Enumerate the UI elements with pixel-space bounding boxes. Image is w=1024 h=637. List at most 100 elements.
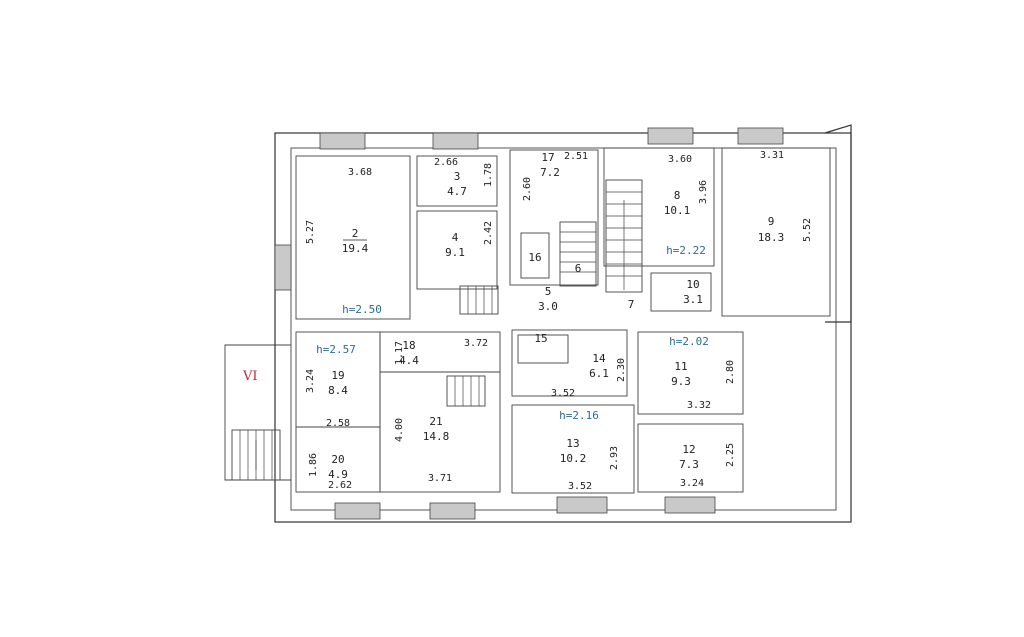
dimension-label: 3.68 xyxy=(348,167,372,178)
room-number: 10 xyxy=(686,278,699,291)
dimension-label: 3.31 xyxy=(760,150,784,161)
dimension-label: 3.60 xyxy=(668,154,692,165)
room-area: 9.1 xyxy=(445,246,465,259)
room-area: 3.1 xyxy=(683,293,703,306)
room-area: 9.3 xyxy=(671,375,691,388)
room-number: 17 xyxy=(541,151,554,164)
room-number: 3 xyxy=(454,170,461,183)
dimension-label: 3.72 xyxy=(464,338,488,349)
section-label: VI xyxy=(242,369,258,384)
room-outline xyxy=(721,147,831,317)
room-outline xyxy=(520,232,550,279)
room-number: 19 xyxy=(331,369,344,382)
room-area: 3.0 xyxy=(538,300,558,313)
dimension-label: 4.00 xyxy=(394,418,405,442)
room-number: 9 xyxy=(768,215,775,228)
window xyxy=(334,502,381,520)
window xyxy=(647,127,694,145)
dimension-label: 3.24 xyxy=(305,369,316,393)
room-number: 11 xyxy=(674,360,687,373)
room-number: 7 xyxy=(628,298,635,311)
entrance-stair xyxy=(224,344,291,481)
room-number: 6 xyxy=(575,262,582,275)
room-area: 10.2 xyxy=(560,452,587,465)
stair-middle xyxy=(446,375,486,407)
window xyxy=(556,496,608,514)
room-number: 14 xyxy=(592,352,606,365)
dimension-label: 3.32 xyxy=(687,400,711,411)
room-number: 12 xyxy=(682,443,695,456)
room-outline xyxy=(511,404,635,494)
dimension-label: 3.96 xyxy=(698,180,709,204)
room-number: 15 xyxy=(534,332,547,345)
ceiling-height-label: h=2.57 xyxy=(316,343,356,356)
ceiling-height-label: h=2.02 xyxy=(669,335,709,348)
dimension-label: 2.80 xyxy=(725,360,736,384)
dimension-label: 5.52 xyxy=(802,218,813,242)
window xyxy=(664,496,716,514)
room-outline xyxy=(650,272,712,312)
window xyxy=(429,502,476,520)
room-outline xyxy=(637,423,744,493)
room-number: 8 xyxy=(674,189,681,202)
dimension-label: 2.93 xyxy=(609,446,620,470)
outer-wall xyxy=(274,132,852,523)
room-outline xyxy=(416,210,498,290)
room-area: 18.3 xyxy=(758,231,785,244)
room-outline xyxy=(295,426,381,493)
room-number: 4 xyxy=(452,231,459,244)
room-area: 19.4 xyxy=(342,242,369,255)
room-outline xyxy=(517,334,569,364)
window xyxy=(737,127,784,145)
room-area: 4.7 xyxy=(447,185,467,198)
room-number: 2 xyxy=(352,227,359,240)
room-number: 21 xyxy=(429,415,442,428)
window xyxy=(319,132,366,150)
dimension-label: 2.51 xyxy=(564,151,588,162)
stair-right xyxy=(605,179,643,293)
room-area: 8.4 xyxy=(328,384,348,397)
dimension-label: 2.42 xyxy=(483,221,494,245)
stair-center xyxy=(559,221,597,287)
room-number: 20 xyxy=(331,453,344,466)
room-area: 4.9 xyxy=(328,468,348,481)
room-outline xyxy=(637,331,744,415)
room-number: 5 xyxy=(545,285,552,298)
room-area: 14.8 xyxy=(423,430,450,443)
dimension-label: 3.71 xyxy=(428,473,452,484)
dimension-label: 1.17 xyxy=(394,341,405,365)
dimension-label: 2.25 xyxy=(725,443,736,467)
dimension-label: 2.30 xyxy=(616,358,627,382)
room-number: 13 xyxy=(566,437,579,450)
dimension-label: 3.52 xyxy=(551,388,575,399)
room-number: 16 xyxy=(528,251,541,264)
room-area: 6.1 xyxy=(589,367,609,380)
room-area: 4.4 xyxy=(399,354,419,367)
dimension-label: 2.58 xyxy=(326,418,350,429)
room-outline xyxy=(295,155,411,320)
window xyxy=(274,244,292,291)
dimension-label: 2.66 xyxy=(434,157,458,168)
stair-upper-left xyxy=(459,285,499,315)
dimension-label: 2.60 xyxy=(522,177,533,201)
window xyxy=(432,132,479,150)
dimension-label: 3.52 xyxy=(568,481,592,492)
room-outline xyxy=(416,155,498,207)
dimension-label: 1.78 xyxy=(483,163,494,187)
wall-extension-right xyxy=(824,124,852,323)
room-area: 7.3 xyxy=(679,458,699,471)
room-area: 7.2 xyxy=(540,166,560,179)
room-outline xyxy=(509,149,599,286)
dimension-label: 3.24 xyxy=(680,478,704,489)
room-outline xyxy=(603,147,715,267)
dimension-label: 5.27 xyxy=(305,220,316,244)
dimension-label: 2.62 xyxy=(328,480,352,491)
dimension-label: 1.86 xyxy=(308,453,319,477)
ceiling-height-label: h=2.50 xyxy=(342,303,382,316)
room-number: 18 xyxy=(402,339,415,352)
ceiling-height-label: h=2.22 xyxy=(666,244,706,257)
ceiling-height-label: h=2.16 xyxy=(559,409,599,422)
room-area: 10.1 xyxy=(664,204,691,217)
